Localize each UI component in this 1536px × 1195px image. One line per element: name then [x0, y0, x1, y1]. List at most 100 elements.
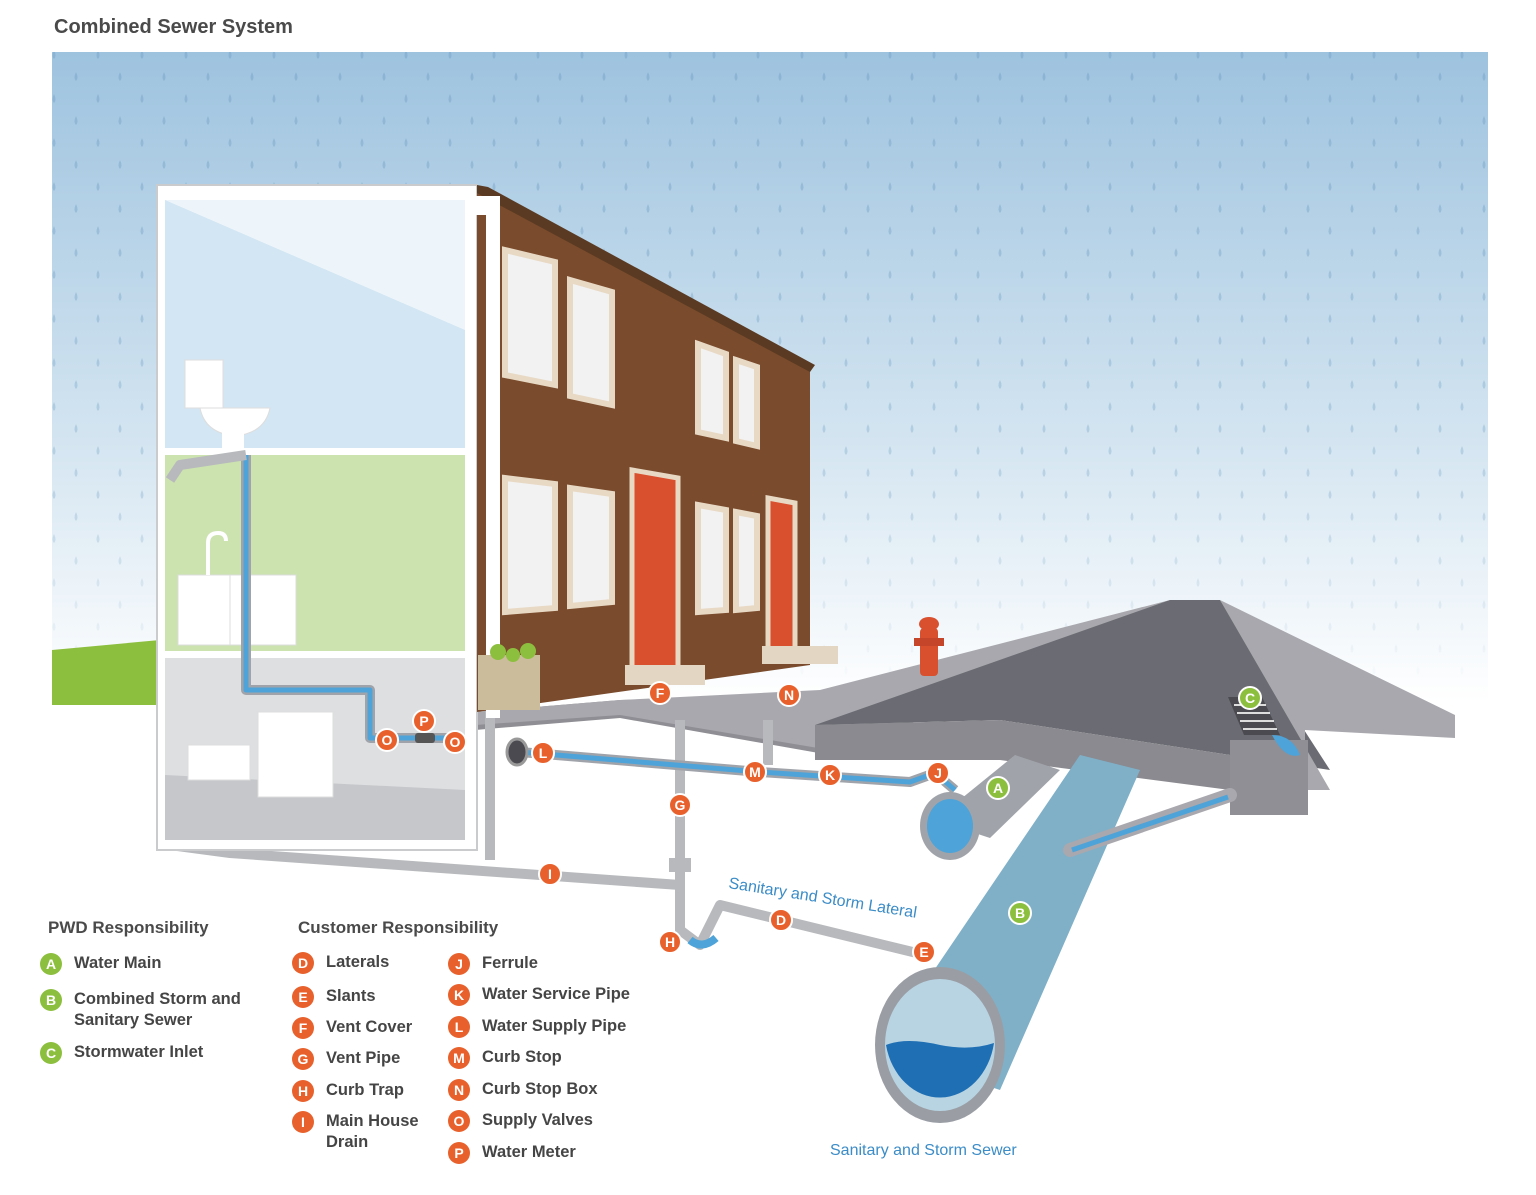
legend-label: Curb Stop: [482, 1048, 562, 1066]
marker-letter: O: [382, 732, 393, 748]
marker-letter: F: [656, 685, 665, 701]
legend-label: Laterals: [326, 953, 390, 971]
legend-item-k: K Water Service Pipe: [448, 984, 630, 1006]
vent-pipe-trap: [669, 858, 691, 872]
washer: [187, 711, 334, 798]
legend-label: Curb Trap: [326, 1081, 404, 1099]
marker-l: L: [531, 741, 555, 765]
legend-label: Curb Stop Box: [482, 1080, 598, 1098]
page-title: Combined Sewer System: [54, 16, 293, 38]
legend-badge: L: [448, 1016, 470, 1038]
marker-g: G: [668, 793, 692, 817]
legend-label: Supply Valves: [482, 1111, 593, 1129]
marker-o: O: [443, 730, 467, 754]
legend-item-j: J Ferrule: [448, 953, 538, 975]
legend-item-p: P Water Meter: [448, 1142, 576, 1164]
marker-j: J: [926, 761, 950, 785]
legend-item-m: M Curb Stop: [448, 1047, 562, 1069]
inlet-water-flow: [1272, 735, 1300, 756]
legend-label: Stormwater Inlet: [74, 1043, 204, 1061]
marker-letter: L: [539, 745, 548, 761]
door-steps: [625, 646, 838, 685]
street-curb: [1220, 600, 1455, 790]
marker-d: D: [769, 908, 793, 932]
marker-letter: B: [1015, 905, 1025, 921]
legend-item-g: G Vent Pipe: [292, 1048, 400, 1070]
legend-badge: E: [292, 986, 314, 1008]
legend-badge: I: [292, 1111, 314, 1133]
marker-letter: C: [1245, 690, 1255, 706]
legend-item-d: D Laterals: [292, 952, 389, 974]
marker-a: A: [986, 776, 1010, 800]
legend-badge: M: [448, 1047, 470, 1069]
legend-badge: B: [40, 989, 62, 1011]
water-meter: [415, 733, 435, 743]
legend-item-n: N Curb Stop Box: [448, 1079, 598, 1101]
sewer-label: Sanitary and Storm Sewer: [830, 1142, 1017, 1159]
street-underside: [815, 720, 1305, 815]
legend-badge: J: [448, 953, 470, 975]
sewer-main: [875, 755, 1140, 1123]
legend-label: Water Supply Pipe: [482, 1017, 627, 1035]
street-surface: [815, 600, 1330, 770]
legend-label: Water Main: [74, 954, 162, 972]
legend-badge: K: [448, 984, 470, 1006]
marker-letter: H: [665, 934, 675, 950]
legend-label: Combined Storm and Sanitary Sewer: [74, 990, 241, 1029]
legend-item-l: L Water Supply Pipe: [448, 1016, 626, 1038]
legend-badge: P: [448, 1142, 470, 1164]
toilet: [184, 359, 271, 448]
marker-n: N: [777, 683, 801, 707]
legend-badge: N: [448, 1079, 470, 1101]
legend-item-f: F Vent Cover: [292, 1017, 412, 1039]
marker-o: O: [375, 728, 399, 752]
marker-letter: N: [784, 687, 794, 703]
supply-pipe-entry: [505, 737, 529, 767]
fire-hydrant: [914, 617, 944, 676]
interior-pipes: [165, 450, 460, 743]
marker-letter: G: [675, 797, 686, 813]
legend-badge: C: [40, 1042, 62, 1064]
marker-k: K: [818, 763, 842, 787]
marker-letter: A: [993, 780, 1003, 796]
marker-letter: K: [825, 767, 835, 783]
legend-badge: H: [292, 1080, 314, 1102]
planter: [478, 643, 540, 710]
pwd-legend-heading: PWD Responsibility: [48, 918, 209, 937]
legend-label: Slants: [326, 987, 376, 1005]
legend-badge: A: [40, 953, 62, 975]
curb-trap-water: [687, 934, 719, 949]
legend-label: Vent Cover: [326, 1018, 413, 1036]
legend-item-o: O Supply Valves: [448, 1110, 593, 1132]
marker-m: M: [743, 760, 767, 784]
marker-f: F: [648, 681, 672, 705]
marker-p: P: [412, 709, 436, 733]
customer-legend-heading: Customer Responsibility: [298, 918, 499, 937]
marker-b: B: [1008, 901, 1032, 925]
marker-c: C: [1238, 686, 1262, 710]
marker-letter: O: [450, 734, 461, 750]
kitchen-sink: [177, 530, 297, 646]
legend-label: Water Meter: [482, 1143, 576, 1161]
legend-item-b: B Combined Storm and Sanitary Sewer: [40, 989, 249, 1031]
marker-letter: E: [919, 944, 928, 960]
legend-item-e: E Slants: [292, 986, 376, 1008]
legend-label: Water Service Pipe: [482, 985, 630, 1003]
lower-windows: [502, 474, 760, 616]
legend-item-c: C Stormwater Inlet: [40, 1042, 203, 1064]
legend-badge: D: [292, 952, 314, 974]
legend-label: Vent Pipe: [326, 1049, 401, 1067]
legend-item-a: A Water Main: [40, 953, 161, 975]
legend-badge: G: [292, 1048, 314, 1070]
marker-letter: J: [934, 765, 942, 781]
legend-badge: F: [292, 1017, 314, 1039]
upper-windows: [502, 246, 760, 450]
sidewalk-top: [475, 600, 1215, 750]
house-cutaway: [156, 184, 478, 851]
marker-letter: P: [419, 713, 428, 729]
legend-label: Ferrule: [482, 954, 538, 972]
legend-badge: O: [448, 1110, 470, 1132]
